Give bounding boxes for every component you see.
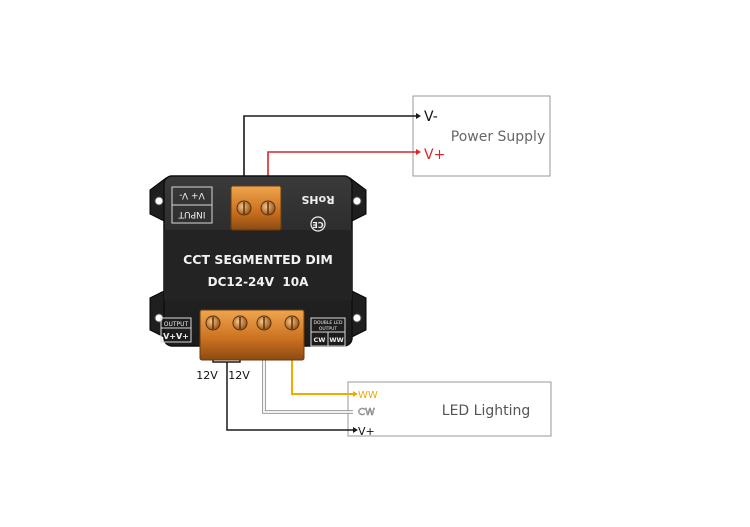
input-label: INPUT: [178, 209, 205, 219]
output-terminal-block: [199, 309, 305, 361]
power-supply-label: Power Supply: [451, 129, 546, 145]
ce-label: CE: [312, 220, 323, 229]
power-supply-pos-terminal: V+: [424, 147, 445, 163]
double-led-cw-label: CW: [314, 336, 326, 344]
output-label: OUTPUT: [164, 321, 189, 328]
device-rating: DC12-24V 10A: [208, 275, 309, 289]
voltage-label-2: 12V: [228, 369, 250, 382]
input-pins-label: V+ V-: [179, 190, 204, 200]
input-terminal-block: [230, 185, 282, 231]
cct-controller: V+ V- INPUT RoHS CE CCT SEGMENTED DIM DC…: [149, 175, 367, 361]
led-pos-terminal: V+: [358, 425, 375, 438]
led-lighting-label: LED Lighting: [442, 403, 530, 419]
rohs-label: RoHS: [301, 193, 334, 206]
power-supply-box: Power Supply V- V+: [412, 95, 551, 177]
ce-mark: CE: [310, 216, 326, 232]
wire-v-minus: [243, 115, 416, 192]
led-cw-terminal: CW: [358, 407, 375, 418]
double-led-label-line1: DOUBLE LED: [314, 320, 344, 326]
led-ww-terminal: WW: [358, 390, 378, 401]
double-led-label-line2: OUTPUT: [319, 326, 338, 332]
output-pins-label: V+V+: [163, 332, 189, 341]
double-led-ww-label: WW: [329, 336, 343, 344]
device-title: CCT SEGMENTED DIM: [183, 252, 333, 267]
power-supply-neg-terminal: V-: [424, 109, 438, 125]
input-label-block: V+ V- INPUT: [171, 186, 213, 224]
led-lighting-box: LED Lighting WW CW V+: [347, 381, 552, 438]
wire-v-plus-output-2: [226, 362, 353, 431]
output-label-block: OUTPUT V+V+: [160, 317, 192, 343]
double-led-label-block: DOUBLE LED OUTPUT CW WW: [310, 317, 346, 347]
voltage-label-1: 12V: [196, 369, 218, 382]
